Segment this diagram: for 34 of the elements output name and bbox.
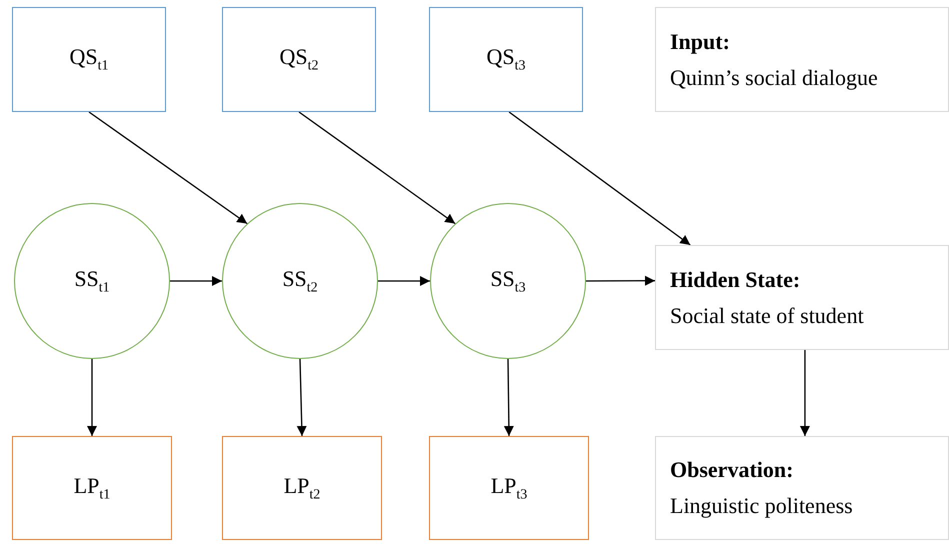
info-box (655, 436, 949, 540)
node-label: SS$_{t3}$ (490, 264, 526, 298)
description: Quinn’s social dialogue (670, 64, 878, 92)
node-box (12, 436, 172, 540)
arrow (504, 359, 514, 436)
node-label: SS$_{t1}$ (74, 264, 110, 298)
node-label: SS$_{t2}$ (282, 264, 318, 298)
arrow (170, 276, 222, 286)
node-label: QS$_{t3}$ (486, 43, 526, 76)
node-label: LP$_{t3}$ (490, 472, 528, 504)
node-box (429, 7, 583, 112)
heading: Input: (670, 28, 730, 56)
arrow (800, 350, 810, 436)
heading: Observation: (670, 456, 794, 484)
node-box (429, 436, 589, 540)
info-box (655, 7, 949, 112)
node-box (12, 7, 166, 112)
description: Linguistic politeness (670, 492, 853, 520)
heading: Hidden State: (670, 266, 800, 294)
info-box (655, 245, 949, 350)
node-label: QS$_{t1}$ (69, 43, 108, 76)
node-label: LP$_{t1}$ (74, 472, 110, 504)
arrow (296, 358, 307, 436)
arrow (378, 276, 430, 286)
arrow (87, 359, 97, 436)
description: Social state of student (670, 302, 864, 330)
node-box (222, 7, 376, 112)
arrow (298, 111, 456, 224)
node-label: LP$_{t2}$ (284, 472, 320, 504)
arrow (88, 111, 248, 224)
node-box (222, 436, 382, 540)
node-label: QS$_{t2}$ (279, 43, 318, 76)
arrow (508, 111, 691, 246)
arrow (586, 276, 655, 286)
